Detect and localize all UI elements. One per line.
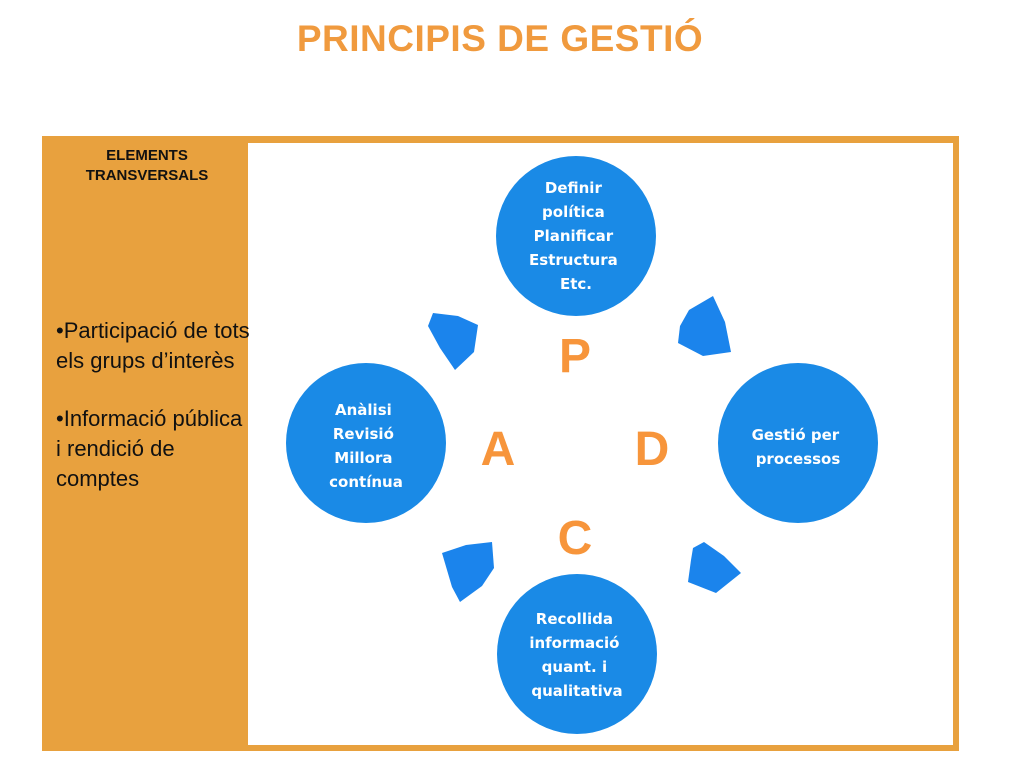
sidebar-list-item: •Participació de tots els grups d’interè… <box>56 318 250 373</box>
node-label-line: qualitativa <box>531 682 622 700</box>
cycle-arrow-icon <box>688 542 741 593</box>
node-label-line: Gestió per <box>752 426 840 444</box>
act-node-label: Anàlisi Revisió Millora contínua <box>329 401 403 491</box>
cycle-node-check <box>497 574 657 734</box>
node-label-line: processos <box>756 450 841 468</box>
node-label-line: Estructura <box>529 251 618 269</box>
plan-node-label: Definir política Planificar Estructura E… <box>529 179 623 293</box>
node-label-line: contínua <box>329 473 403 491</box>
check-node-label: Recollida informació quant. i qualitativ… <box>529 610 624 700</box>
pdca-letter-a: A <box>481 423 516 476</box>
node-label-line: Planificar <box>534 227 614 245</box>
node-label-line: Recollida <box>536 610 613 628</box>
page-title: PRINCIPIS DE GESTIÓ <box>296 18 704 59</box>
node-label-line: Definir <box>545 179 603 197</box>
cycle-arrow-icon <box>678 296 731 356</box>
node-label-line: Revisió <box>333 425 394 443</box>
node-label-line: Millora <box>334 449 392 467</box>
node-label-line: Anàlisi <box>335 401 392 419</box>
cycle-arrow-icon <box>442 542 494 602</box>
cycle-node-plan <box>496 156 656 316</box>
sidebar-list-item: •Informació pública i rendició de compte… <box>56 406 243 491</box>
sidebar-heading: ELEMENTS TRANSVERSALS <box>44 146 250 186</box>
sidebar-list: •Participació de tots els grups d’interè… <box>56 316 252 522</box>
cycle-node-act <box>286 363 446 523</box>
pdca-letter-d: D <box>635 423 670 476</box>
node-label-line: informació <box>529 634 619 652</box>
do-node-label: Gestió per processos <box>752 426 845 468</box>
node-label-line: Etc. <box>560 275 592 293</box>
sidebar-heading-line: TRANSVERSALS <box>85 167 209 184</box>
cycle-node-do <box>718 363 878 523</box>
cycle-arrow-icon <box>428 313 478 370</box>
node-label-line: política <box>542 203 605 221</box>
sidebar-heading-line: ELEMENTS <box>106 147 188 164</box>
pdca-letter-p: P <box>559 330 591 383</box>
pdca-letter-c: C <box>558 512 593 565</box>
node-label-line: quant. i <box>542 658 607 676</box>
